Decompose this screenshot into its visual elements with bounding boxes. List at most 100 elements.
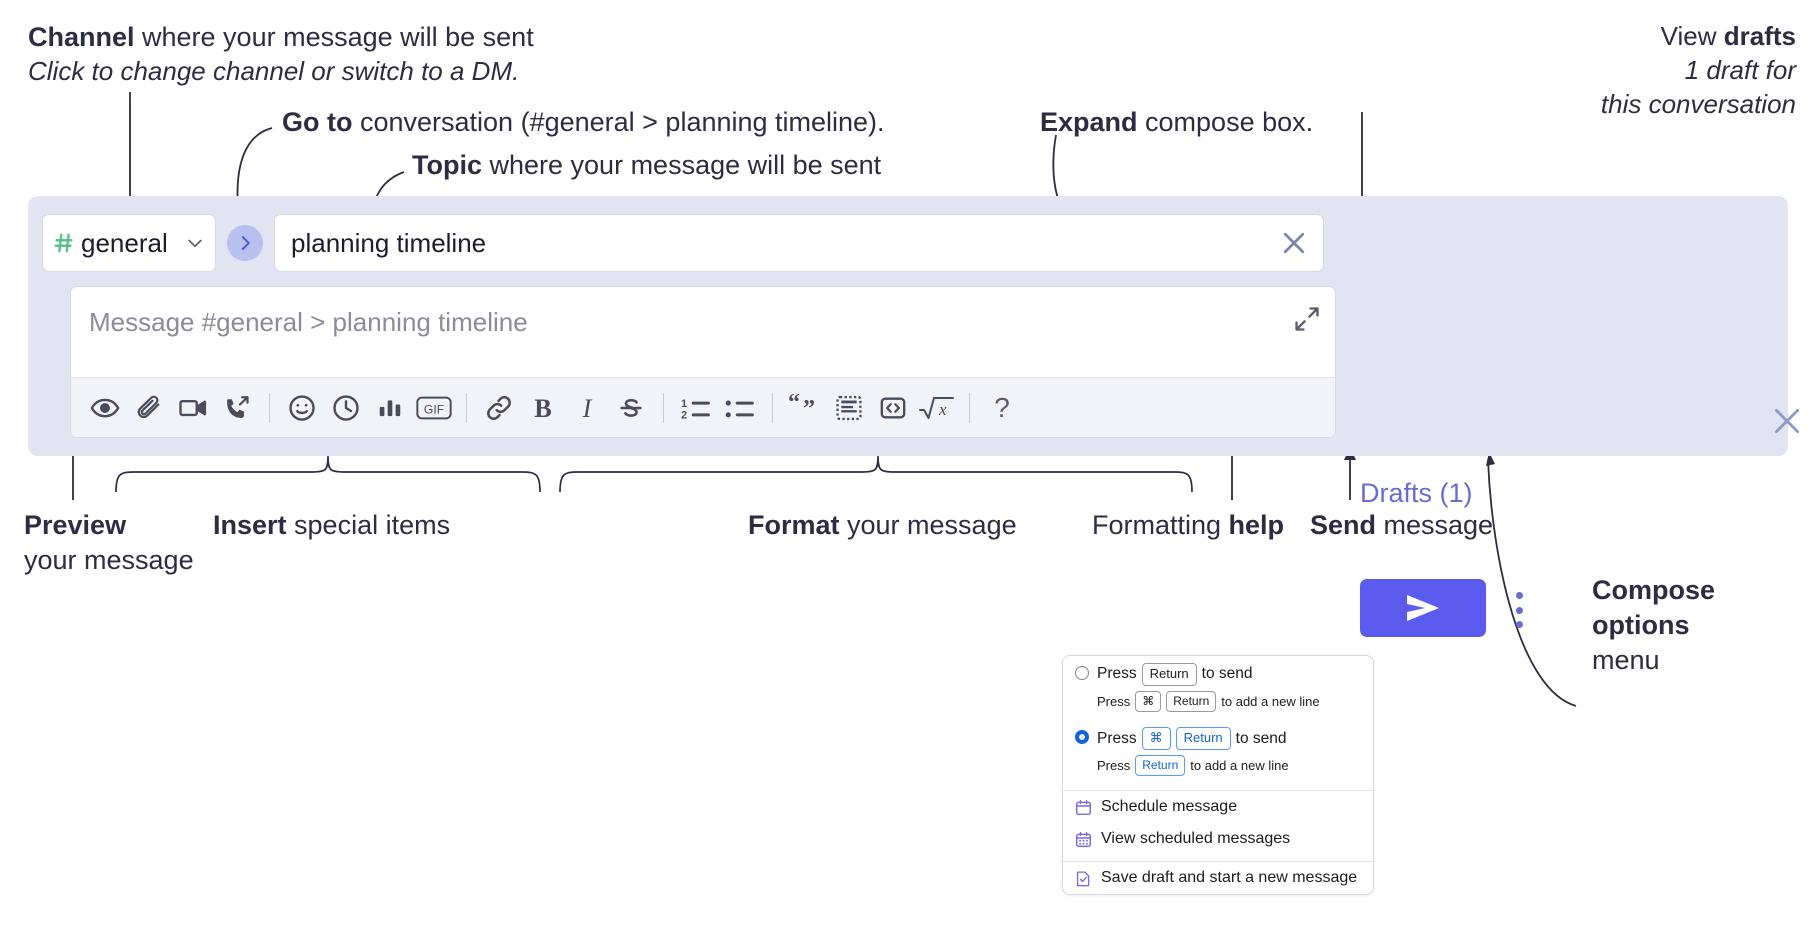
- calendar-grid-icon: [1075, 831, 1092, 847]
- radio-command-return-to-send[interactable]: [1075, 730, 1089, 745]
- italic-icon[interactable]: I: [565, 386, 609, 430]
- option1-subtext: Press ⌘ Return to add a new line: [1063, 688, 1373, 720]
- svg-text:x: x: [938, 400, 947, 419]
- hash-icon: [54, 233, 73, 253]
- annotation-send-rest: message: [1376, 510, 1494, 540]
- code-block-icon[interactable]: [827, 386, 871, 430]
- key-return: Return: [1166, 690, 1217, 713]
- menu-item-view-scheduled-messages[interactable]: View scheduled messages: [1063, 823, 1373, 855]
- toolbar-separator: [969, 392, 970, 423]
- message-input[interactable]: Message #general > planning timeline: [71, 287, 1335, 377]
- more-options-icon[interactable]: [1506, 588, 1532, 632]
- svg-text:B: B: [534, 393, 552, 422]
- annotation-channel-sub: Click to change channel or switch to a D…: [28, 56, 520, 87]
- topic-value: planning timeline: [291, 227, 487, 258]
- chevron-down-icon: [188, 239, 202, 248]
- menu-item-label: Schedule message: [1101, 798, 1238, 816]
- annotation-expand: Expand compose box.: [1040, 105, 1313, 140]
- annotation-format: Format your message: [748, 508, 1017, 543]
- channel-selector[interactable]: general: [42, 214, 216, 272]
- annotation-preview-bold: Preview: [24, 510, 127, 540]
- expand-icon[interactable]: [1293, 305, 1321, 333]
- blockquote-icon[interactable]: “ ”: [783, 386, 827, 430]
- annotation-drafts: View drafts 1 draft for this conversatio…: [1601, 20, 1796, 121]
- annotation-topic: Topic where your message will be sent: [412, 148, 881, 183]
- toolbar-separator: [269, 392, 270, 423]
- video-icon[interactable]: [171, 386, 215, 430]
- annotation-drafts-sub1: 1 draft for: [1684, 54, 1796, 85]
- option-return-to-send[interactable]: Press Return to send: [1063, 656, 1373, 688]
- annotation-help-bold: help: [1228, 510, 1285, 540]
- annotation-format-bold: Format: [748, 510, 840, 540]
- option2-pre: Press: [1097, 729, 1137, 747]
- math-icon[interactable]: x: [915, 386, 959, 430]
- menu-divider: [1063, 861, 1373, 863]
- topic-input[interactable]: planning timeline: [274, 214, 1324, 272]
- key-return: Return: [1175, 727, 1231, 751]
- annotation-insert-bold: Insert: [213, 510, 287, 540]
- annotation-channel-bold: Channel: [28, 22, 135, 52]
- inline-code-icon[interactable]: [871, 386, 915, 430]
- bulleted-list-icon[interactable]: [718, 386, 762, 430]
- key-return: Return: [1135, 755, 1186, 777]
- annotation-compose-rest: menu: [1592, 645, 1660, 676]
- svg-text:I: I: [582, 393, 593, 422]
- option2-sub-pre: Press: [1097, 758, 1131, 774]
- message-placeholder: Message #general > planning timeline: [89, 307, 528, 337]
- annotation-drafts-sub2: this conversation: [1600, 88, 1796, 119]
- attachment-icon[interactable]: [127, 386, 171, 430]
- goto-conversation-button[interactable]: [227, 225, 263, 261]
- annotation-topic-bold: Topic: [412, 150, 482, 180]
- menu-item-save-draft[interactable]: Save draft and start a new message: [1063, 862, 1373, 894]
- annotation-expand-bold: Expand: [1040, 107, 1138, 137]
- send-icon: [1407, 595, 1439, 621]
- gif-icon[interactable]: GIF: [412, 386, 456, 430]
- clock-icon[interactable]: [324, 386, 368, 430]
- save-draft-icon: [1076, 871, 1090, 887]
- annotation-preview: Preview your message: [24, 508, 194, 578]
- menu-divider: [1063, 790, 1373, 792]
- key-return: Return: [1141, 663, 1197, 686]
- emoji-icon[interactable]: [280, 386, 324, 430]
- link-icon[interactable]: [477, 386, 521, 430]
- annotation-send-bold: Send: [1310, 510, 1377, 540]
- annotation-compose-bold2: options: [1592, 610, 1690, 641]
- key-command: ⌘: [1135, 690, 1162, 713]
- preview-icon[interactable]: [83, 386, 127, 430]
- option2-sub-post: to add a new line: [1190, 758, 1289, 774]
- strikethrough-icon[interactable]: [609, 386, 653, 430]
- toolbar-separator: [772, 392, 773, 423]
- send-button[interactable]: [1360, 579, 1486, 637]
- option-command-return-to-send[interactable]: Press ⌘ Return to send: [1063, 720, 1373, 752]
- menu-item-schedule-message[interactable]: Schedule message: [1063, 791, 1373, 823]
- chevron-right-icon: [241, 236, 250, 250]
- calendar-icon: [1075, 799, 1092, 815]
- annotation-insert-rest: special items: [286, 510, 451, 540]
- menu-item-label: Save draft and start a new message: [1101, 869, 1358, 887]
- channel-name: general: [81, 227, 168, 258]
- annotation-expand-rest: compose box.: [1137, 107, 1314, 137]
- annotation-goto-rest: conversation (#general > planning timeli…: [352, 107, 885, 137]
- option1-pre: Press: [1097, 665, 1137, 683]
- svg-text:GIF: GIF: [424, 402, 444, 416]
- option1-sub-pre: Press: [1097, 694, 1131, 710]
- bold-icon[interactable]: B: [521, 386, 565, 430]
- close-icon[interactable]: [1279, 228, 1309, 258]
- annotation-insert: Insert special items: [213, 508, 450, 543]
- annotation-help: Formatting help: [1092, 508, 1284, 543]
- help-icon[interactable]: ?: [994, 391, 1010, 423]
- annotation-drafts-prefix: View: [1660, 21, 1724, 51]
- drafts-link[interactable]: Drafts (1): [1360, 478, 1473, 508]
- poll-icon[interactable]: [368, 386, 412, 430]
- close-icon[interactable]: [1770, 404, 1804, 438]
- huddle-icon[interactable]: [215, 386, 259, 430]
- message-composer: Message #general > planning timeline: [70, 286, 1336, 438]
- annotation-compose-options: Compose options menu: [1592, 573, 1792, 678]
- option2-subtext: Press Return to add a new line: [1063, 752, 1373, 784]
- option1-sub-post: to add a new line: [1221, 694, 1320, 710]
- ordered-list-icon[interactable]: 1 2: [674, 386, 718, 430]
- option2-post: to send: [1235, 729, 1287, 747]
- formatting-toolbar: GIF B: [71, 377, 1335, 437]
- radio-return-to-send[interactable]: [1075, 666, 1089, 680]
